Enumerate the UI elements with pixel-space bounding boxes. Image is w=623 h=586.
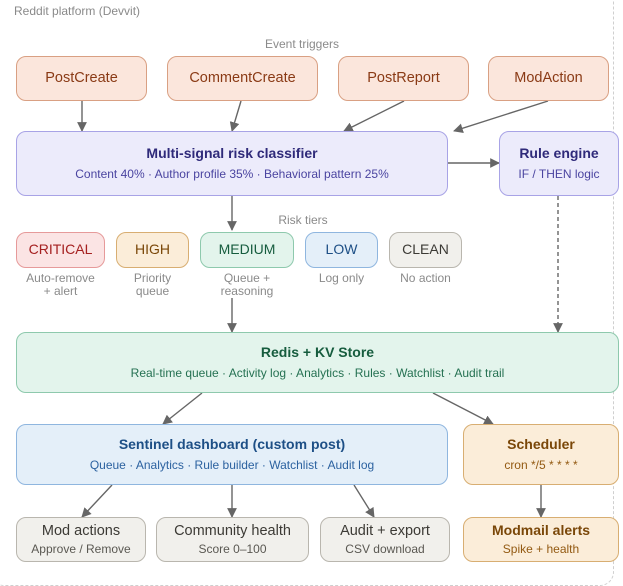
tier-note-line: + alert [43, 283, 78, 298]
output-mod-actions: Mod actions Approve / Remove [16, 517, 146, 562]
scheduler: Scheduler cron */5 * * * * [463, 424, 619, 485]
scheduler-subtitle: cron */5 * * * * [504, 458, 578, 473]
tier-note-line: Log only [318, 271, 365, 285]
output-subtitle: Score 0–100 [198, 542, 267, 557]
arrow-store-scheduler [432, 392, 494, 425]
tier-name: CRITICAL [28, 241, 93, 258]
tier-note-line: queue [135, 283, 170, 298]
arrow-store-dashboard [162, 392, 203, 425]
sentinel-dashboard: Sentinel dashboard (custom post) Queue ·… [16, 424, 448, 485]
classifier-subtitle: Content 40% · Author profile 35% · Behav… [75, 167, 389, 182]
rule-engine-title: Rule engine [519, 144, 599, 161]
dashboard-subtitle: Queue · Analytics · Rule builder · Watch… [89, 458, 375, 473]
platform-label: Reddit platform (Devvit) [14, 4, 141, 18]
tier-name: CLEAN [402, 241, 449, 258]
trigger-commentcreate: CommentCreate [167, 56, 318, 101]
arrow-postreport-classifier [343, 100, 405, 132]
redis-kv-store: Redis + KV Store Real-time queue · Activ… [16, 332, 619, 393]
output-title: Community health [174, 522, 291, 539]
arrow-commentcreate-classifier [229, 100, 242, 132]
trigger-label: ModAction [514, 70, 583, 87]
scheduler-title: Scheduler [507, 435, 575, 452]
tier-clean: CLEAN [389, 232, 462, 268]
rule-engine-subtitle: IF / THEN logic [518, 167, 600, 182]
tier-medium: MEDIUM [200, 232, 294, 268]
output-title: Audit + export [340, 522, 430, 539]
output-subtitle: Approve / Remove [31, 542, 131, 557]
trigger-label: PostReport [367, 70, 440, 87]
tier-note-critical: Auto-remove + alert [6, 272, 115, 297]
store-subtitle: Real-time queue · Activity log · Analyti… [130, 366, 505, 381]
trigger-modaction: ModAction [488, 56, 609, 101]
modmail-alerts: Modmail alerts Spike + health [463, 517, 619, 562]
tier-name: HIGH [135, 241, 170, 258]
tier-note-low: Log only [295, 272, 388, 285]
output-community-health: Community health Score 0–100 [156, 517, 309, 562]
arrow-dashboard-audit-export [353, 484, 375, 518]
tier-note-clean: No action [379, 272, 472, 285]
tier-note-line: Auto-remove [26, 271, 95, 285]
tier-note-line: Priority [133, 271, 172, 285]
tier-note-line: No action [400, 271, 451, 285]
event-triggers-label: Event triggers [264, 37, 340, 51]
dashboard-title: Sentinel dashboard (custom post) [118, 435, 346, 452]
tier-low: LOW [305, 232, 378, 268]
store-title: Redis + KV Store [260, 343, 375, 360]
tier-note-line: reasoning [220, 283, 274, 298]
arrow-modaction-classifier [453, 100, 549, 133]
trigger-postcreate: PostCreate [16, 56, 147, 101]
rule-engine: Rule engine IF / THEN logic [499, 131, 619, 196]
tier-high: HIGH [116, 232, 189, 268]
output-title: Mod actions [41, 522, 121, 539]
tier-critical: CRITICAL [16, 232, 105, 268]
output-audit-export: Audit + export CSV download [320, 517, 450, 562]
trigger-postreport: PostReport [338, 56, 469, 101]
output-subtitle: CSV download [345, 542, 425, 557]
risk-tiers-label: Risk tiers [278, 213, 328, 227]
connector-lines [77, 100, 563, 518]
modmail-subtitle: Spike + health [502, 541, 580, 556]
trigger-label: CommentCreate [189, 70, 296, 87]
tier-note-line: Queue + [223, 271, 271, 285]
tier-name: LOW [325, 241, 358, 258]
modmail-title: Modmail alerts [491, 522, 591, 539]
tier-note-medium: Queue + reasoning [196, 272, 298, 297]
tier-note-high: Priority queue [106, 272, 199, 297]
arrow-dashboard-mod-actions [81, 484, 113, 518]
classifier-title: Multi-signal risk classifier [146, 144, 318, 161]
trigger-label: PostCreate [45, 70, 118, 87]
tier-name: MEDIUM [218, 241, 276, 258]
risk-classifier: Multi-signal risk classifier Content 40%… [16, 131, 448, 196]
